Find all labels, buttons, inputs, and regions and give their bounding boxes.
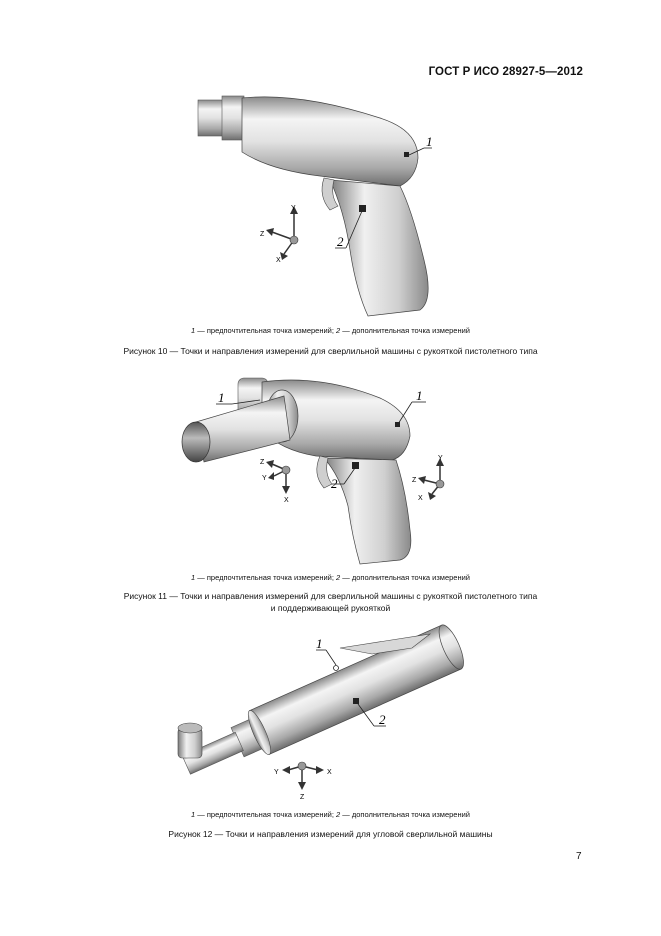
legend-number-1: 1: [191, 573, 196, 582]
angle-drill-illustration: [177, 624, 464, 775]
axis-triad: Y Z X: [260, 205, 299, 264]
axis-triad-right: Y Z X: [412, 455, 445, 502]
caption-line: Рисунок 10 — Точки и направления измерен…: [123, 346, 538, 356]
axis-label-y: Y: [262, 475, 267, 482]
axis-label-z: Z: [260, 459, 265, 466]
axis-label-z: Z: [412, 477, 417, 484]
callout-1: 1: [316, 636, 323, 651]
axis-label-z: Z: [300, 794, 305, 801]
caption-line: Рисунок 11 — Точки и направления измерен…: [123, 591, 538, 601]
axis-label-x: X: [284, 497, 289, 504]
axis-label-y: Y: [438, 455, 443, 462]
figure-10-legend: 1 — предпочтительная точка измерений; 2 …: [0, 326, 661, 335]
axis-label-x: X: [418, 495, 423, 502]
legend-text-2: — дополнительная точка измерений: [340, 326, 470, 335]
legend-text-2: — дополнительная точка измерений: [340, 810, 470, 819]
pistol-drill-illustration: [197, 95, 429, 317]
legend-number-2: 2: [336, 326, 341, 335]
legend-number-2: 2: [336, 810, 341, 819]
legend-text-2: — дополнительная точка измерений: [340, 573, 470, 582]
axis-label-y: Y: [291, 205, 296, 212]
legend-number-1: 1: [191, 326, 196, 335]
figure-12-legend: 1 — предпочтительная точка измерений; 2 …: [0, 810, 661, 819]
figure-11-legend: 1 — предпочтительная точка измерений; 2 …: [0, 573, 661, 582]
figure-11-drawing: 1 1 2 Z Y X Y Z X: [181, 377, 445, 565]
caption-line: и поддерживающей рукояткой: [270, 603, 391, 613]
axis-triad: Y X Z: [274, 761, 332, 801]
callout-2: 2: [379, 712, 386, 727]
figure-10-drawing: 1 2 Y Z X: [197, 95, 433, 317]
callout-1-main: 1: [416, 388, 423, 403]
legend-text-1: — предпочтительная точка измерений;: [195, 573, 337, 582]
pistol-drill-with-side-handle-illustration: [181, 377, 412, 565]
callout-1-side: 1: [218, 390, 225, 405]
figure-11-caption: Рисунок 11 — Точки и направления измерен…: [0, 590, 661, 614]
legend-text-1: — предпочтительная точка измерений;: [195, 326, 337, 335]
legend-number-2: 2: [336, 573, 341, 582]
legend-text-1: — предпочтительная точка измерений;: [195, 810, 337, 819]
callout-2: 2: [337, 234, 344, 249]
axis-label-x: X: [327, 769, 332, 776]
axis-label-z: Z: [260, 231, 265, 238]
standard-designation: ГОСТ Р ИСО 28927-5—2012: [428, 66, 583, 78]
page-number: 7: [576, 851, 582, 862]
callout-2: 2: [331, 476, 338, 491]
legend-number-1: 1: [191, 810, 196, 819]
axis-label-y: Y: [274, 769, 279, 776]
figure-12-drawing: 1 2 Y X Z: [177, 624, 464, 801]
callout-1: 1: [426, 134, 433, 149]
figure-10-caption: Рисунок 10 — Точки и направления измерен…: [0, 345, 661, 357]
figure-12-caption: Рисунок 12 — Точки и направления измерен…: [0, 828, 661, 840]
axis-triad-left: Z Y X: [260, 459, 291, 504]
caption-line: Рисунок 12 — Точки и направления измерен…: [168, 829, 493, 839]
axis-label-x: X: [276, 257, 281, 264]
